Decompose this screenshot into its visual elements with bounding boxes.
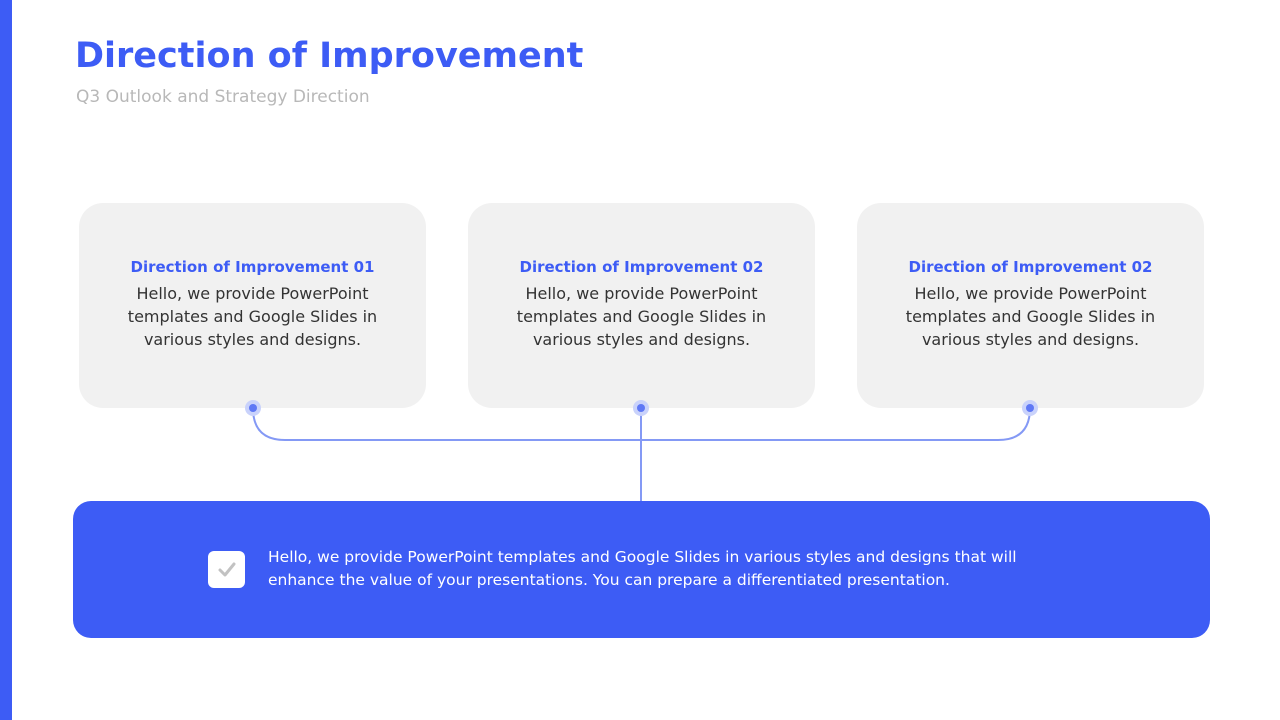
slide-subtitle: Q3 Outlook and Strategy Direction	[76, 87, 370, 107]
card-body: Hello, we provide PowerPoint templates a…	[905, 284, 1156, 349]
connector-node-2	[633, 400, 649, 416]
connector-node-1	[245, 400, 261, 416]
improvement-card-1: Direction of Improvement 01 Hello, we pr…	[79, 203, 426, 408]
checkmark-icon	[218, 562, 235, 576]
checkbox	[208, 551, 245, 588]
card-title: Direction of Improvement 02	[519, 258, 764, 276]
card-title: Direction of Improvement 02	[908, 258, 1153, 276]
summary-banner: Hello, we provide PowerPoint templates a…	[73, 501, 1210, 638]
improvement-card-2: Direction of Improvement 02 Hello, we pr…	[468, 203, 815, 408]
card-body: Hello, we provide PowerPoint templates a…	[516, 284, 767, 349]
accent-side-bar	[0, 0, 12, 720]
card-title: Direction of Improvement 01	[130, 258, 375, 276]
banner-text: Hello, we provide PowerPoint templates a…	[268, 548, 1017, 589]
card-body: Hello, we provide PowerPoint templates a…	[127, 284, 378, 349]
slide-title: Direction of Improvement	[75, 36, 584, 76]
improvement-card-3: Direction of Improvement 02 Hello, we pr…	[857, 203, 1204, 408]
connector-node-3	[1022, 400, 1038, 416]
